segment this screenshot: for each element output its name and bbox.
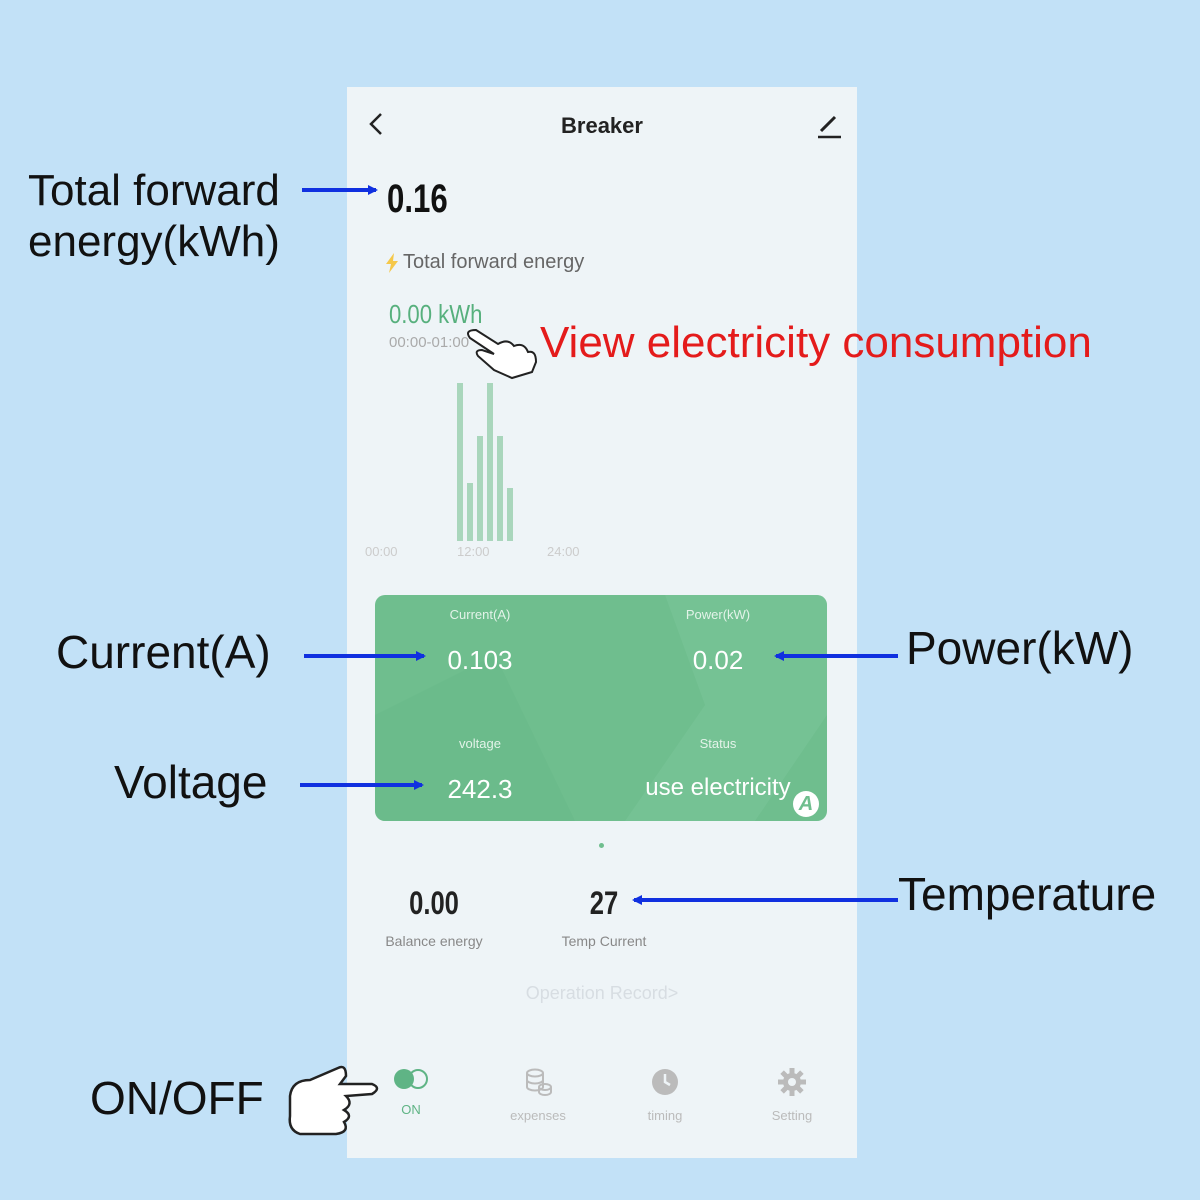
annotation-onoff: ON/OFF <box>90 1072 264 1124</box>
annotation-current: Current(A) <box>56 626 271 678</box>
x-tick-label: 00:00 <box>365 544 398 559</box>
voltage-value: 242.3 <box>447 774 513 804</box>
power-label: Power(kW) <box>685 607 751 622</box>
balance-energy-label: Balance energy <box>385 933 483 949</box>
auto-badge: A <box>793 791 819 817</box>
annotation-power: Power(kW) <box>906 622 1134 674</box>
current-label: Current(A) <box>449 607 511 622</box>
status-label: Status <box>699 736 737 751</box>
voltage-label: voltage <box>459 736 501 751</box>
annotation-voltage: Voltage <box>114 756 268 808</box>
tab-on[interactable]: ON <box>361 1067 461 1117</box>
tab-label: Setting <box>771 1108 813 1123</box>
tab-label: ON <box>401 1102 421 1117</box>
selected-energy-value: 0.00 <box>389 299 433 329</box>
page-title: Breaker <box>561 113 643 138</box>
tab-label: timing <box>647 1108 683 1123</box>
selected-energy-unit: kWh <box>438 299 483 329</box>
annotation-total-forward: Total forward energy(kWh) <box>28 166 280 266</box>
toggle-icon <box>394 1069 428 1089</box>
back-icon <box>369 113 382 135</box>
power-value: 0.02 <box>692 645 744 675</box>
temperature-label: Temp Current <box>561 933 647 949</box>
temperature-value: 27 <box>589 885 619 921</box>
tab-label: expenses <box>510 1108 566 1123</box>
chart-bar[interactable] <box>457 383 463 541</box>
annotation-view-consumption: View electricity consumption <box>540 318 1092 367</box>
edit-button[interactable] <box>813 111 843 141</box>
chart-bar[interactable] <box>477 435 483 541</box>
x-tick-label: 24:00 <box>547 544 580 559</box>
operation-record-link[interactable]: Operation Record> <box>525 983 679 1003</box>
chart-bar[interactable] <box>467 483 473 541</box>
balance-energy-value: 0.00 <box>409 885 459 921</box>
energy-bar-chart[interactable] <box>447 383 527 541</box>
clock-icon <box>652 1069 678 1095</box>
total-forward-energy-label: Total forward energy <box>403 251 585 273</box>
selected-period: 00:00-01:00 <box>389 334 470 351</box>
tab-expenses[interactable]: expenses <box>488 1067 588 1123</box>
x-tick-label: 12:00 <box>457 544 490 559</box>
chart-bar[interactable] <box>487 383 493 541</box>
page-indicator-dot <box>599 843 604 848</box>
lightning-icon <box>386 252 398 273</box>
gear-icon <box>778 1068 806 1096</box>
coins-icon <box>526 1068 552 1096</box>
status-value: use electricity <box>645 774 791 801</box>
selected-energy[interactable]: 0.00 kWh <box>389 299 482 330</box>
total-forward-energy-value: 0.16 <box>387 177 448 221</box>
back-button[interactable] <box>365 109 389 139</box>
pencil-icon <box>818 115 841 139</box>
tab-setting[interactable]: Setting <box>742 1067 842 1123</box>
app-screen: Breaker 0.16 Total forward energy 0.00 k… <box>347 87 857 1158</box>
chart-bar[interactable] <box>497 435 503 541</box>
current-value: 0.103 <box>447 645 513 675</box>
chart-bar[interactable] <box>507 488 513 541</box>
tab-timing[interactable]: timing <box>615 1067 715 1123</box>
total-forward-energy-label-row: Total forward energy <box>385 251 584 274</box>
metrics-card[interactable]: Current(A) 0.103 Power(kW) 0.02 voltage … <box>375 595 827 821</box>
annotation-temperature: Temperature <box>898 868 1157 920</box>
